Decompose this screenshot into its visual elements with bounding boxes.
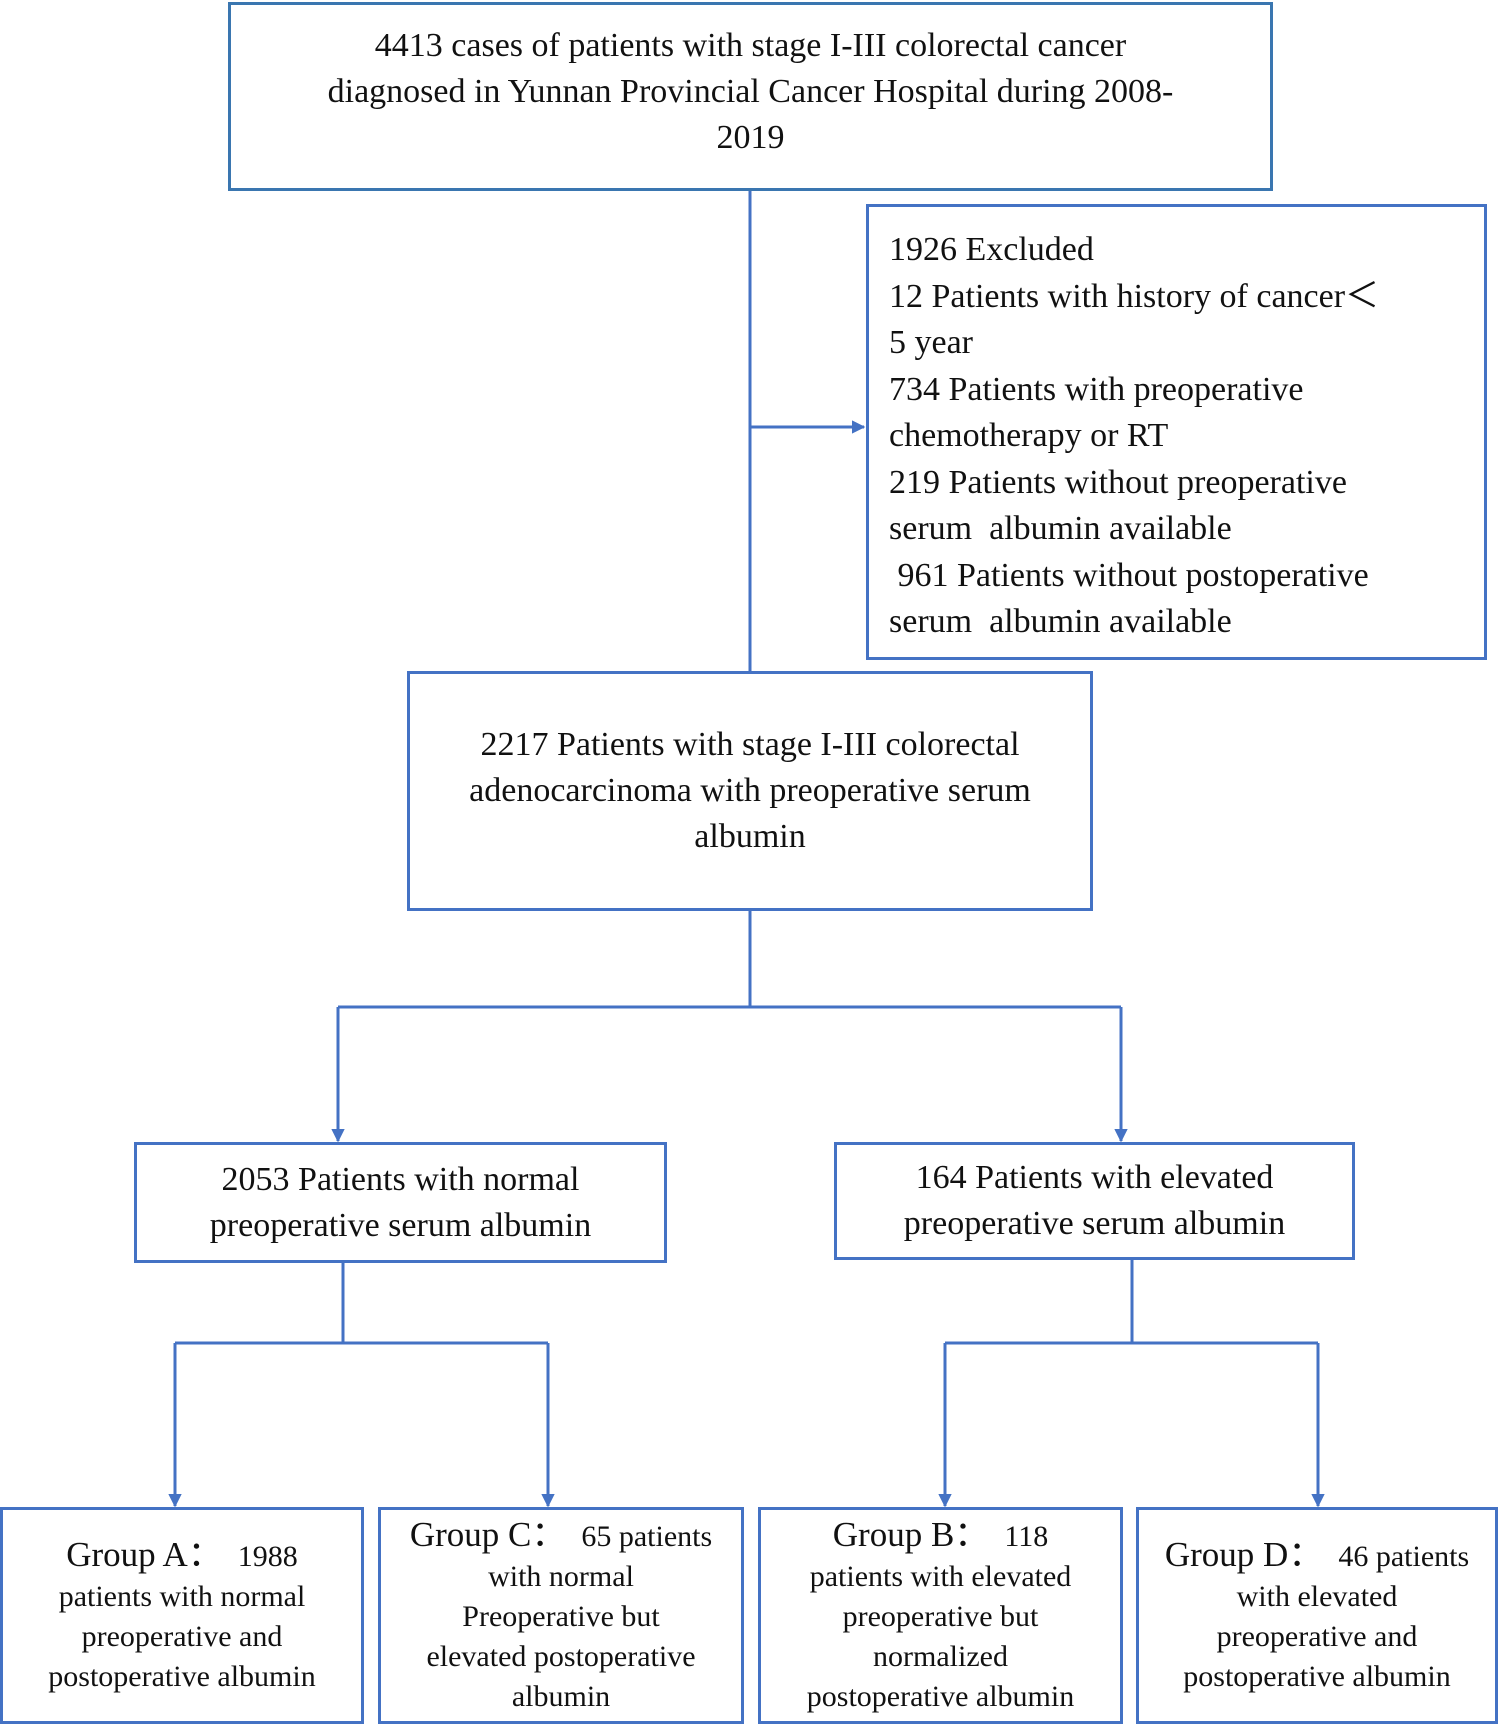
group-a-box: Group A： 1988 patients with normal preop… <box>0 1507 364 1724</box>
group-d-label: Group D： <box>1164 1534 1324 1574</box>
normal-preoperative-text: preoperative serum albumin <box>209 1206 592 1244</box>
elevated-preoperative-text: 164 Patients with elevated <box>915 1159 1274 1196</box>
exclusion-reason: chemotherapy or RT <box>889 417 1169 454</box>
group-d-title: Group D： 46 patients <box>1165 1535 1469 1577</box>
normal-preoperative-text: 2053 Patients with normal <box>221 1160 580 1198</box>
exclusion-reason: 734 Patients with preoperative <box>889 370 1304 408</box>
exclusion-reason: serum albumin available <box>889 510 1232 547</box>
exclusion-reason: 12 Patients with history of cancer＜ <box>889 277 1380 315</box>
group-c-text: albumin <box>511 1679 611 1713</box>
initial-cohort-text: 2019 <box>716 118 785 156</box>
group-c-label: Group C： <box>409 1514 567 1554</box>
group-c-text: elevated postoperative <box>426 1639 696 1673</box>
group-b-count: 118 <box>989 1519 1049 1553</box>
group-d-count: 46 patients <box>1323 1539 1470 1573</box>
group-a-text: preoperative and <box>81 1619 283 1653</box>
exclusion-box: 1926 Excluded 12 Patients with history o… <box>866 204 1487 660</box>
group-b-title: Group B： 118 <box>833 1515 1048 1557</box>
exclusion-reason: 219 Patients without preoperative <box>889 463 1347 501</box>
exclusion-reason: 961 Patients without postoperative <box>889 556 1369 594</box>
initial-cohort-text: 4413 cases of patients with stage I-III … <box>374 26 1127 64</box>
initial-cohort-text: diagnosed in Yunnan Provincial Cancer Ho… <box>327 72 1174 110</box>
group-a-title: Group A： 1988 <box>66 1535 298 1577</box>
included-cohort-text: albumin <box>694 818 806 855</box>
elevated-preoperative-text: preoperative serum albumin <box>903 1205 1286 1242</box>
normal-preoperative-box: 2053 Patients with normal preoperative s… <box>134 1142 667 1263</box>
group-a-text: patients with normal <box>58 1579 306 1613</box>
initial-cohort-box: 4413 cases of patients with stage I-III … <box>228 2 1273 191</box>
group-b-label: Group B： <box>832 1514 990 1554</box>
excluded-total: 1926 Excluded <box>889 231 1094 268</box>
group-d-text: postoperative albumin <box>1183 1659 1451 1693</box>
exclusion-reason: serum albumin available <box>889 603 1232 640</box>
group-a-count: 1988 <box>222 1539 298 1573</box>
group-d-text: with elevated <box>1236 1579 1398 1613</box>
group-b-text: patients with elevated <box>809 1559 1072 1593</box>
group-c-title: Group C： 65 patients <box>410 1515 712 1557</box>
included-cohort-text: 2217 Patients with stage I-III colorecta… <box>480 726 1020 763</box>
group-c-count: 65 patients <box>566 1519 713 1553</box>
included-cohort-box: 2217 Patients with stage I-III colorecta… <box>407 671 1093 911</box>
group-d-box: Group D： 46 patients with elevated preop… <box>1136 1507 1498 1724</box>
group-a-label: Group A： <box>66 1534 223 1574</box>
group-b-box: Group B： 118 patients with elevated preo… <box>758 1507 1123 1724</box>
group-c-text: with normal <box>488 1559 634 1593</box>
elevated-preoperative-box: 164 Patients with elevated preoperative … <box>834 1142 1355 1260</box>
group-b-text: postoperative albumin <box>806 1679 1075 1713</box>
group-b-text: preoperative but <box>842 1599 1039 1633</box>
group-a-text: postoperative albumin <box>48 1659 316 1693</box>
group-b-text: normalized <box>873 1639 1008 1673</box>
included-cohort-text: adenocarcinoma with preoperative serum <box>469 772 1031 809</box>
group-c-text: Preoperative but <box>462 1599 660 1633</box>
group-c-box: Group C： 65 patients with normal Preoper… <box>378 1507 744 1724</box>
group-d-text: preoperative and <box>1216 1619 1418 1653</box>
exclusion-reason: 5 year <box>889 324 974 361</box>
